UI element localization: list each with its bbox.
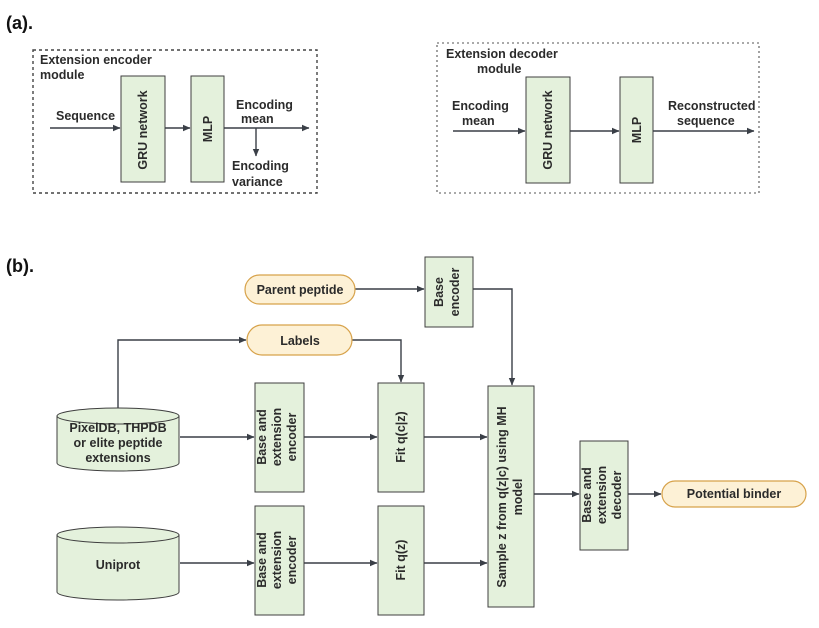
potential-binder-label: Potential binder xyxy=(687,487,782,501)
extension-encoder-module: Extension encoder module Sequence GRU ne… xyxy=(32,49,318,194)
fit-qcz-node: Fit q(c|z) xyxy=(377,382,425,493)
extension-decoder-module: Extension decoder module Encoding mean G… xyxy=(436,42,760,194)
fit-qcz-box xyxy=(377,382,425,493)
bottom-encoder-label-1: Base and xyxy=(255,532,269,588)
uniprot-label: Uniprot xyxy=(96,558,141,572)
fit-qcz-label: Fit q(c|z) xyxy=(394,411,408,462)
peptide-database-node: PixelDB, THPDB or elite peptide extensio… xyxy=(56,407,180,472)
fit-qz-label: Fit q(z) xyxy=(394,540,408,581)
decoder-label-1: Base and xyxy=(580,467,594,523)
decoder-module-title-1: Extension decoder xyxy=(446,47,558,61)
database-label-2: or elite peptide xyxy=(74,436,163,450)
potential-binder-pill xyxy=(661,480,807,508)
db-to-labels-arrow xyxy=(117,336,247,408)
uniprot-cylinder-body xyxy=(56,534,180,601)
encoder-mlp-box xyxy=(190,75,225,183)
sample-label-1: Sample z from q(z|c) using MH xyxy=(495,406,509,587)
base-encoder-label-1: Base xyxy=(432,277,446,307)
encoder-module-title-1: Extension encoder xyxy=(40,53,152,67)
labels-pill xyxy=(246,324,353,356)
top-encoder-box xyxy=(254,382,305,493)
reconstructed-label-2: sequence xyxy=(677,114,735,128)
encoding-mean-label-1: Encoding xyxy=(236,98,293,112)
decoder-mlp-label: MLP xyxy=(630,117,644,143)
labels-node: Labels xyxy=(246,324,353,356)
reconstructed-label-1: Reconstructed xyxy=(668,99,756,113)
fit-qz-box xyxy=(377,505,425,616)
bottom-encoder-node: Base and extension encoder xyxy=(254,505,305,616)
bottom-encoder-box xyxy=(254,505,305,616)
parent-peptide-pill xyxy=(244,274,356,305)
encoder-module-border xyxy=(32,49,318,194)
sample-node: Sample z from q(z|c) using MH model xyxy=(487,385,535,608)
potential-binder-node: Potential binder xyxy=(661,480,807,508)
decoder-module-title-2: module xyxy=(477,62,521,76)
encoding-mean-label-2: mean xyxy=(241,112,274,126)
sample-label-2: model xyxy=(511,479,525,516)
encoding-variance-label-2: variance xyxy=(232,175,283,189)
encoder-mlp-label: MLP xyxy=(201,116,215,142)
bottom-encoder-label-2: extension xyxy=(270,531,284,589)
decoder-gru-label: GRU network xyxy=(541,90,555,169)
encoding-variance-label-1: Encoding xyxy=(232,159,289,173)
decoder-input-label-2: mean xyxy=(462,114,495,128)
base-encoder-label-2: encoder xyxy=(448,268,462,317)
decoder-label-3: decoder xyxy=(610,471,624,520)
database-cylinder-body xyxy=(56,415,180,472)
decoder-input-label-1: Encoding xyxy=(452,99,509,113)
decoder-gru-box xyxy=(525,76,571,184)
parent-peptide-label: Parent peptide xyxy=(257,283,344,297)
encoder-gru-label: GRU network xyxy=(136,90,150,169)
decoder-mlp-box xyxy=(619,76,654,184)
encoder-gru-box xyxy=(120,75,166,183)
top-encoder-label-1: Base and xyxy=(255,409,269,465)
labels-to-fit-qcz-arrow xyxy=(352,339,405,383)
panel-a-label: (a). xyxy=(6,13,33,33)
uniprot-node: Uniprot xyxy=(56,526,180,601)
decoder-node: Base and extension decoder xyxy=(579,440,629,551)
top-encoder-label-3: encoder xyxy=(285,413,299,462)
encoder-module-title-2: module xyxy=(40,68,84,82)
base-encoder-box xyxy=(424,256,474,328)
decoder-label-2: extension xyxy=(595,466,609,524)
parent-peptide-node: Parent peptide xyxy=(244,274,356,305)
base-encoder-node: Base encoder xyxy=(424,256,474,328)
fit-qz-node: Fit q(z) xyxy=(377,505,425,616)
uniprot-cylinder-top xyxy=(56,526,180,544)
bottom-encoder-label-3: encoder xyxy=(285,536,299,585)
sample-box xyxy=(487,385,535,608)
database-label-1: PixelDB, THPDB xyxy=(69,421,166,435)
encoder-input-label: Sequence xyxy=(56,109,115,123)
decoder-module-border xyxy=(436,42,760,194)
panel-b-label: (b). xyxy=(6,256,34,276)
base-encoder-to-sample-arrow xyxy=(473,288,516,386)
database-label-3: extensions xyxy=(85,451,150,465)
top-encoder-node: Base and extension encoder xyxy=(254,382,305,493)
panel-b-connectors xyxy=(117,285,662,567)
labels-label: Labels xyxy=(280,334,320,348)
decoder-box xyxy=(579,440,629,551)
database-cylinder-top xyxy=(56,407,180,425)
top-encoder-label-2: extension xyxy=(270,408,284,466)
